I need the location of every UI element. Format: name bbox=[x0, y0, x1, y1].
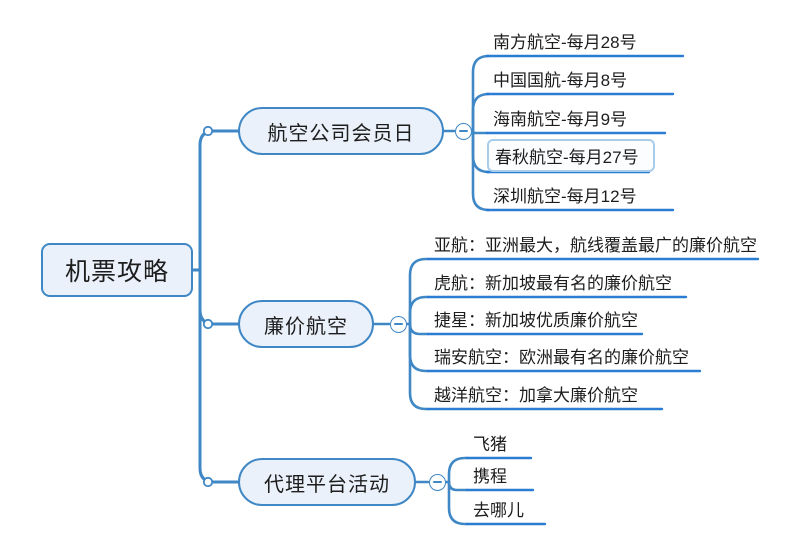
leaf-node[interactable]: 亚航：亚洲最大，航线覆盖最广的廉价航空 bbox=[428, 229, 758, 259]
leaf-node-label: 春秋航空-每月27号 bbox=[495, 148, 639, 168]
leaf-node-label: 中国国航-每月8号 bbox=[493, 71, 628, 91]
leaf-node-label: 海南航空-每月9号 bbox=[493, 110, 628, 130]
leaf-node-label: 飞猪 bbox=[473, 435, 507, 455]
leaf-node-label: 瑞安航空：欧洲最有名的廉价航空 bbox=[434, 348, 689, 368]
branch-node-label: 航空公司会员日 bbox=[267, 122, 415, 145]
leaf-node[interactable]: 深圳航空-每月12号 bbox=[487, 180, 673, 210]
leaf-node-selected[interactable]: 春秋航空-每月27号 bbox=[487, 139, 655, 172]
leaf-node[interactable]: 去哪儿 bbox=[467, 494, 545, 524]
leaf-node-label: 深圳航空-每月12号 bbox=[493, 187, 637, 207]
root-node-label: 机票攻略 bbox=[64, 258, 169, 286]
minus-collapse-icon[interactable] bbox=[389, 315, 407, 333]
leaf-node-label: 亚航：亚洲最大，航线覆盖最广的廉价航空 bbox=[434, 236, 757, 256]
leaf-node[interactable]: 瑞安航空：欧洲最有名的廉价航空 bbox=[428, 341, 700, 371]
leaf-node-label: 越洋航空：加拿大廉价航空 bbox=[434, 386, 638, 406]
branch-node-label: 廉价航空 bbox=[264, 315, 348, 338]
branch-junction-dot bbox=[202, 318, 214, 330]
leaf-node[interactable]: 中国国航-每月8号 bbox=[487, 64, 673, 94]
minus-collapse-icon[interactable] bbox=[454, 122, 472, 140]
leaf-node-label: 虎航：新加坡最有名的廉价航空 bbox=[434, 274, 672, 294]
root-node[interactable]: 机票攻略 bbox=[41, 243, 193, 297]
leaf-node[interactable]: 越洋航空：加拿大廉价航空 bbox=[428, 379, 662, 409]
leaf-node-label: 捷星：新加坡优质廉价航空 bbox=[434, 311, 638, 331]
leaf-node-label: 南方航空-每月28号 bbox=[493, 33, 637, 53]
leaf-node[interactable]: 虎航：新加坡最有名的廉价航空 bbox=[428, 267, 686, 297]
minus-collapse-icon[interactable] bbox=[428, 473, 446, 491]
branch-node-label: 代理平台活动 bbox=[264, 473, 390, 496]
leaf-node[interactable]: 携程 bbox=[467, 460, 533, 490]
branch-junction-dot bbox=[202, 125, 214, 137]
leaf-node[interactable]: 飞猪 bbox=[467, 428, 531, 458]
leaf-node[interactable]: 捷星：新加坡优质廉价航空 bbox=[428, 304, 642, 334]
branch-junction-dot bbox=[202, 476, 214, 488]
leaf-node[interactable]: 南方航空-每月28号 bbox=[487, 26, 683, 56]
branch-node-airline-member-day[interactable]: 航空公司会员日 bbox=[238, 107, 444, 155]
leaf-node-label: 去哪儿 bbox=[473, 501, 524, 521]
branch-node-budget-airlines[interactable]: 廉价航空 bbox=[238, 300, 374, 348]
branch-node-agency-platform[interactable]: 代理平台活动 bbox=[238, 458, 416, 506]
leaf-node-label: 携程 bbox=[473, 467, 507, 487]
leaf-node[interactable]: 海南航空-每月9号 bbox=[487, 103, 665, 133]
